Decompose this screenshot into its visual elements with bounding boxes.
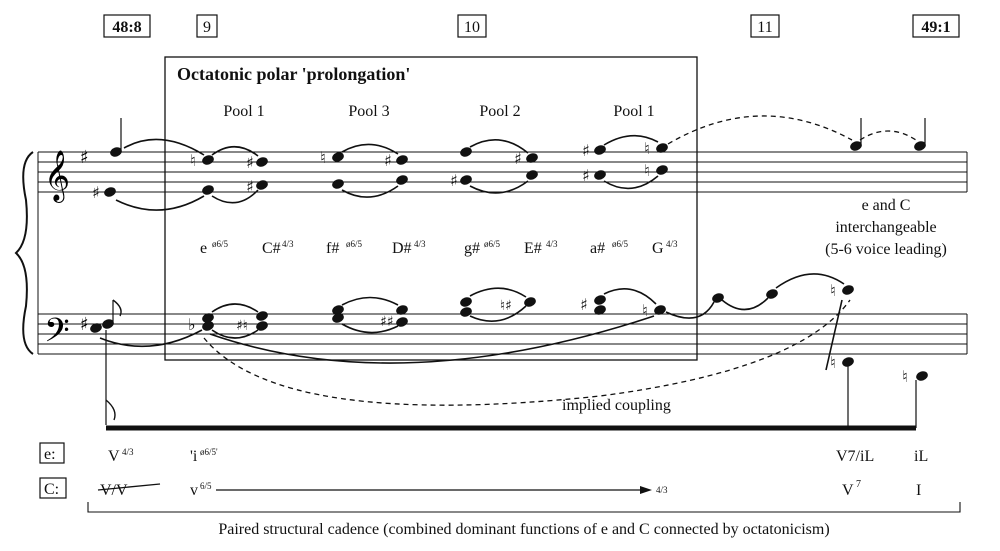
roman-numeral: iL [914,448,928,465]
measure-10: 10 [464,19,480,36]
annotation-line: e and C [862,197,911,214]
bass-slurs [99,273,845,371]
svg-text:♯: ♯ [580,295,588,314]
implied-coupling-label: implied coupling [562,397,671,414]
treble-clef-icon: 𝄞 [44,150,70,203]
measure-numbers: 48:8 9 10 11 49:1 [103,14,960,38]
measure-9: 9 [203,19,211,36]
key-c: C: [44,481,59,498]
prolongation-box [164,56,698,361]
measure-49-1: 49:1 [921,19,950,36]
svg-text:♮: ♮ [320,148,326,167]
svg-text:♯: ♯ [582,141,590,160]
svg-text:♯: ♯ [246,153,254,172]
measure-48-8: 48:8 [112,19,141,36]
svg-text:♮: ♮ [644,161,650,180]
treble-slurs [115,134,659,211]
svg-text:♯: ♯ [246,177,254,196]
roman-numeral: V [842,482,854,499]
interchange-annotation: e and C interchangeable (5-6 voice leadi… [825,197,947,258]
chord-root: f# [326,240,339,257]
chord-labels: e ø6/5 C# 4/3 f# ø6/5 D# 4/3 g# ø6/5 E# … [200,239,678,257]
roman-numeral: V/V [100,482,128,499]
dashed-slur [667,115,853,145]
chord-figure: ø6/5 [612,239,629,249]
box-title: Octatonic polar 'prolongation' [177,64,410,84]
svg-text:♯: ♯ [514,149,522,168]
svg-text:♯: ♯ [582,166,590,185]
chord-figure: ø6/5 [212,239,229,249]
treble-notes: ♯ ♮ ♯ ♯ ♮ ♯ ♯ ♯ ♯ ♯ ♮ ♮ [92,118,926,202]
svg-text:♯♯: ♯♯ [380,314,394,330]
chord-root: g# [464,240,480,257]
svg-text:♯: ♯ [450,171,458,190]
chord-figure: 4/3 [414,239,426,249]
figure: ø6/5' [200,447,218,457]
annotation-line: interchangeable [835,219,936,236]
figure: 4/3 [122,447,134,457]
pool-label: Pool 2 [479,103,520,120]
roman-numeral: v [190,482,198,499]
brace [14,151,34,355]
measure-11: 11 [757,19,772,36]
chord-root: D# [392,240,412,257]
figure: 6/5 [200,481,212,491]
svg-text:♮: ♮ [902,367,908,386]
treble-staff [37,151,968,193]
roman-numeral: V7/iL [836,448,874,465]
bass-staff [37,192,968,355]
svg-text:♮: ♮ [190,151,196,170]
key-e: e: [44,446,56,463]
key-sharp-icon: ♯ [80,314,89,335]
pool-label: Pool 1 [613,103,654,120]
key-sharp-icon: ♯ [80,147,89,168]
svg-text:♮: ♮ [830,281,836,300]
chord-figure: 4/3 [282,239,294,249]
chord-root: C# [262,240,281,257]
pool-label: Pool 3 [348,103,389,120]
annotation-line: (5-6 voice leading) [825,241,947,258]
roman-numeral: I [916,482,921,499]
caption: Paired structural cadence (combined domi… [218,521,829,538]
pool-label: Pool 1 [223,103,264,120]
chord-figure: ø6/5 [484,239,501,249]
svg-text:♮: ♮ [830,353,836,372]
bass-clef-icon: 𝄢 [44,312,70,358]
svg-text:♯: ♯ [92,183,100,202]
chord-figure: 4/3 [666,239,678,249]
chord-root: a# [590,240,605,257]
superscript: 7 [856,479,861,490]
chord-figure: 4/3 [546,239,558,249]
chord-root: e [200,240,207,257]
chord-figure: ø6/5 [346,239,363,249]
svg-text:♯♮: ♯♮ [236,318,248,334]
chord-root: G [652,240,664,257]
svg-text:♯: ♯ [384,151,392,170]
svg-text:♭: ♭ [188,315,196,334]
chord-root: E# [524,240,542,257]
roman-analysis: e: V 4/3 'i ø6/5' V7/iL iL C: V/V v 6/5 … [39,442,961,513]
bass-notes: ♭ ♯♮ ♯♯ ♮♯ ♯ ♮ ♮ ♮ ♮ [90,281,928,428]
figure: 4/3 [656,485,668,495]
svg-text:♮♯: ♮♯ [500,298,512,314]
implied-coupling-curve [203,299,851,406]
dashed-slur [859,130,917,141]
svg-text:♮: ♮ [644,139,650,158]
roman-numeral: 'i [190,448,198,465]
svg-text:♮: ♮ [642,301,648,320]
roman-numeral: V [108,448,120,465]
